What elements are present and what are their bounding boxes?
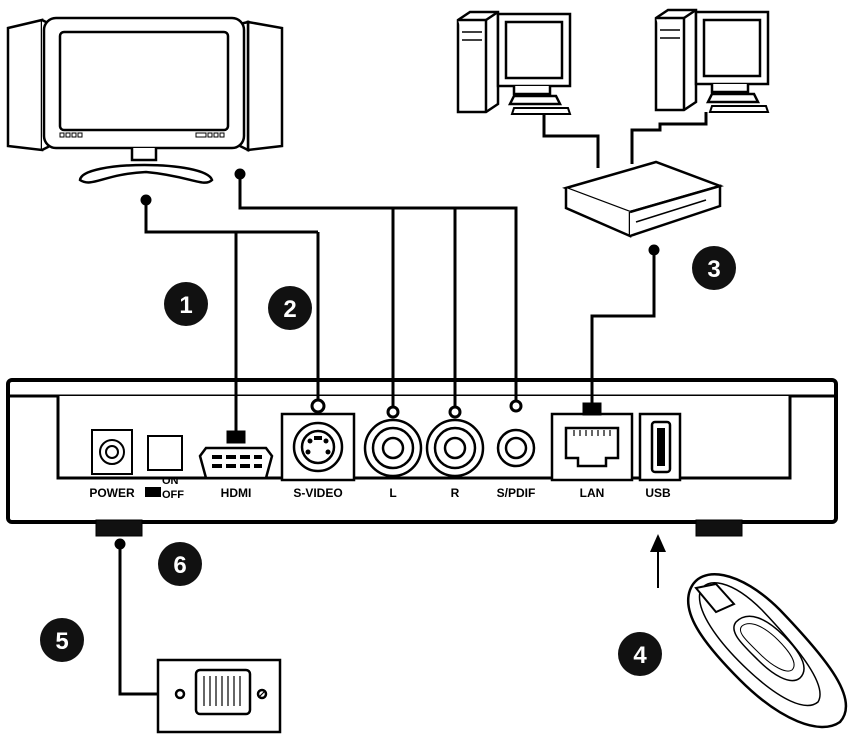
- audio-r-port-label: R: [451, 486, 460, 500]
- callout-3-label: 3: [707, 256, 720, 283]
- callout-6: 6: [158, 542, 202, 586]
- audio-l-port-label: L: [389, 486, 396, 500]
- usb-port-label: USB: [645, 486, 671, 500]
- callout-2: 2: [268, 286, 312, 330]
- lan-port: [550, 412, 634, 482]
- audio-l-port: [363, 418, 423, 478]
- callout-1-label: 1: [179, 292, 192, 319]
- network-router: [562, 160, 724, 238]
- computer-right: [654, 8, 770, 113]
- lan-port-label: LAN: [580, 486, 605, 500]
- callout-2-label: 2: [283, 296, 296, 323]
- power-switch-off-label: OFF: [162, 489, 184, 501]
- callout-6-label: 6: [173, 552, 186, 579]
- hdmi-port: [198, 446, 274, 480]
- audio-r-port: [425, 418, 485, 478]
- power-port: [91, 429, 133, 475]
- power-switch: [145, 435, 183, 497]
- usb-flash-drive: [686, 573, 848, 729]
- cables: [114, 112, 708, 696]
- spdif-port-label: S/PDIF: [497, 486, 536, 500]
- tv-monitor: [6, 16, 284, 184]
- port-labels: POWER ON OFF HDMI S-VIDEO L R S/PDIF LAN…: [89, 475, 671, 501]
- callout-4: 4: [618, 632, 662, 676]
- hdmi-port-label: HDMI: [221, 486, 252, 500]
- spdif-port: [496, 428, 536, 468]
- svideo-port: [280, 412, 356, 482]
- computer-left: [456, 10, 572, 115]
- callout-4-label: 4: [633, 642, 647, 669]
- callout-3: 3: [692, 246, 736, 290]
- power-port-label: POWER: [89, 486, 135, 500]
- usb-port: [638, 412, 682, 482]
- power-adapter: [156, 658, 282, 734]
- svideo-port-label: S-VIDEO: [293, 486, 342, 500]
- power-switch-on-label: ON: [162, 475, 179, 487]
- callout-1: 1: [164, 282, 208, 326]
- callout-5: 5: [40, 618, 84, 662]
- callout-5-label: 5: [55, 628, 68, 655]
